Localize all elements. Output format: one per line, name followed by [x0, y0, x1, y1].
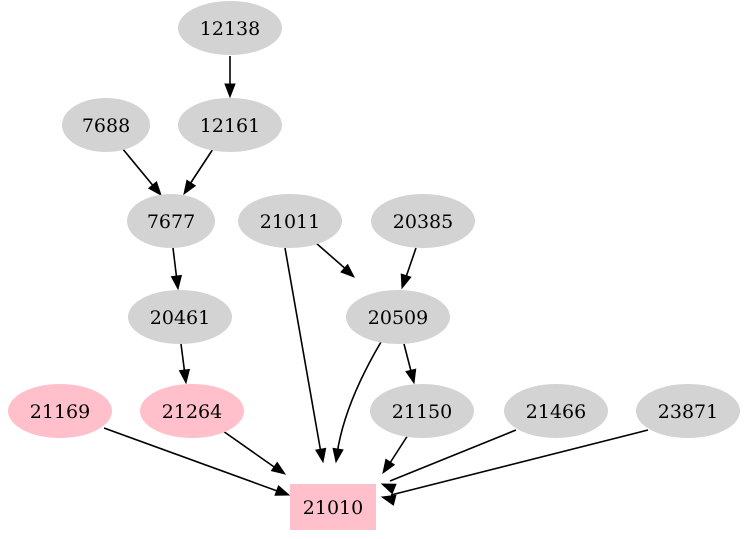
- edge-line: [103, 427, 281, 493]
- graph-edge: [403, 343, 417, 385]
- edge-line: [390, 429, 649, 496]
- graph-edge: [400, 247, 417, 290]
- graph-edge: [183, 148, 214, 196]
- graph-edge: [178, 343, 191, 385]
- edge-arrowhead: [274, 485, 291, 496]
- graph-edge: [121, 147, 162, 197]
- edge-arrowhead: [400, 273, 412, 290]
- graph-edge: [284, 247, 327, 464]
- edge-line: [222, 430, 278, 470]
- graph-node-21466[interactable]: 21466: [504, 384, 608, 438]
- edge-arrowhead: [270, 461, 287, 475]
- graph-node-7688[interactable]: 7688: [62, 98, 150, 152]
- graph-node-23871[interactable]: 23871: [636, 384, 740, 438]
- node-ellipse[interactable]: [178, 98, 282, 152]
- edge-arrowhead: [183, 179, 197, 196]
- edge-arrowhead: [224, 83, 236, 99]
- edge-arrowhead: [382, 458, 396, 475]
- graph-edge: [170, 247, 183, 291]
- edge-line: [387, 434, 409, 467]
- graph-edge: [382, 434, 409, 475]
- edge-line: [284, 247, 322, 454]
- graph-node-21169[interactable]: 21169: [8, 384, 112, 438]
- edge-line: [172, 247, 178, 282]
- graph-edge: [380, 429, 649, 506]
- edge-arrowhead: [405, 368, 417, 385]
- edge-arrowhead: [147, 180, 162, 197]
- graph-node-20461[interactable]: 20461: [128, 290, 232, 344]
- graph-node-20509[interactable]: 20509: [346, 290, 450, 344]
- node-ellipse[interactable]: [504, 384, 608, 438]
- edge-line: [187, 148, 214, 188]
- nodes-layer: 12138 12161 7688 7677 21011 20385 20461 20509 21…: [8, 1, 740, 530]
- edge-line: [404, 247, 417, 281]
- graph-edge: [222, 430, 287, 475]
- graph-edge: [380, 429, 517, 495]
- edge-arrowhead: [170, 274, 183, 291]
- edge-line: [403, 343, 413, 376]
- node-ellipse[interactable]: [8, 384, 112, 438]
- node-ellipse[interactable]: [371, 194, 475, 248]
- node-ellipse[interactable]: [346, 290, 450, 344]
- graph-edge: [332, 341, 382, 464]
- graph-node-21010[interactable]: 21010: [290, 484, 376, 530]
- edge-arrowhead: [380, 483, 397, 495]
- node-box[interactable]: [290, 484, 376, 530]
- node-ellipse[interactable]: [636, 384, 740, 438]
- edge-arrowhead: [315, 447, 327, 464]
- graph-node-12138[interactable]: 12138: [178, 1, 282, 55]
- node-ellipse[interactable]: [178, 1, 282, 55]
- node-ellipse[interactable]: [128, 290, 232, 344]
- node-ellipse[interactable]: [62, 98, 150, 152]
- graph-node-21011[interactable]: 21011: [238, 194, 342, 248]
- node-ellipse[interactable]: [370, 384, 474, 438]
- graph-node-21150[interactable]: 21150: [370, 384, 474, 438]
- graph-node-7677[interactable]: 7677: [127, 194, 215, 248]
- graph-edge: [103, 427, 291, 496]
- edge-line: [389, 429, 517, 482]
- edges-layer: [103, 56, 649, 506]
- edge-arrowhead: [332, 447, 344, 464]
- graph-node-20385[interactable]: 20385: [371, 194, 475, 248]
- edge-arrowhead: [178, 368, 191, 385]
- node-ellipse[interactable]: [238, 194, 342, 248]
- graph-node-21264[interactable]: 21264: [140, 384, 244, 438]
- graph-edge: [224, 56, 236, 99]
- edge-arrowhead: [380, 494, 397, 506]
- graph-edge: [315, 242, 356, 278]
- edge-line: [336, 341, 382, 455]
- graph-node-12161[interactable]: 12161: [178, 98, 282, 152]
- node-ellipse[interactable]: [127, 194, 215, 248]
- edge-line: [315, 242, 349, 272]
- edge-arrowhead: [340, 263, 356, 278]
- node-ellipse[interactable]: [140, 384, 244, 438]
- edge-line: [121, 147, 156, 189]
